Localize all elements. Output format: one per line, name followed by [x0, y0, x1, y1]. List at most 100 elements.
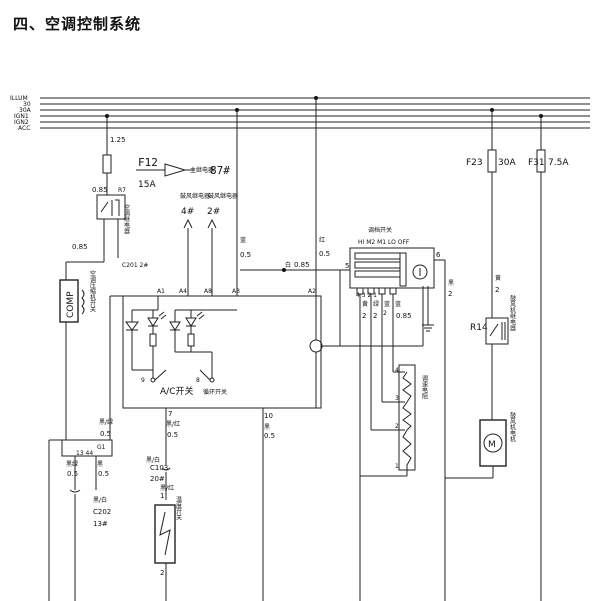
c202-pin: 13# — [93, 520, 108, 528]
wire-color-label: 黑/绿 — [99, 418, 113, 426]
r14-relay — [485, 317, 509, 345]
blower-relay: R14 鼓风机继电器 — [422, 286, 516, 420]
comp-label: COMP — [66, 291, 76, 318]
switch-lever — [199, 369, 211, 381]
wire-label: 0.5 — [98, 470, 109, 478]
wire-color-label: 蓝 — [240, 236, 246, 244]
temp-switch-pin-2: 2 — [160, 569, 164, 577]
bus-label-30: 30 — [23, 101, 31, 108]
bus-label-30a: 30A — [19, 107, 32, 114]
blower-motor: M 鼓风机电机 — [445, 411, 516, 479]
bus-label-acc: ACC — [18, 125, 30, 132]
fuses-right: F23 30A 黄 2 F31 7.5A — [466, 108, 569, 601]
wire-label: 0.85 — [294, 261, 310, 269]
diode-icon — [125, 321, 139, 331]
led-icon — [185, 317, 197, 327]
wire-color-label: 黄 — [495, 274, 501, 282]
relay-contact-icon — [489, 322, 506, 340]
wire-color-label: 黑绿 — [66, 460, 78, 468]
indicator-icon — [309, 339, 323, 353]
wire-color-label: 绿 — [373, 300, 379, 308]
control-box: A1 A4 A8 A3 A2 9 A/C开关 — [122, 288, 423, 409]
connector-icon — [161, 467, 171, 471]
wire-label: 0.85 — [72, 243, 88, 251]
wire-color-label: 蓝 — [384, 300, 390, 308]
switch-lever — [154, 369, 167, 381]
relay-pins: 鼓风继电器 鼓风继电器 4# 2# — [180, 192, 238, 296]
a3-feed: 蓝 0.5 — [235, 108, 251, 296]
box-pin-a4: A4 — [179, 288, 187, 295]
pin-10: 10 — [264, 412, 273, 420]
resistor-zigzag — [402, 429, 412, 466]
wire-label: 0.5 — [100, 430, 111, 438]
bus-label-ign1: IGN1 — [14, 113, 29, 120]
temp-switch-box — [154, 504, 176, 564]
ac-switch-label: A/C开关 — [160, 385, 193, 397]
temp-switch-icon — [159, 511, 171, 556]
wire-color-label: 黑/白 — [146, 456, 160, 464]
wire-color-label: 黑/白 — [93, 496, 107, 504]
arrow-icon — [164, 163, 187, 177]
f23-label: F23 — [466, 158, 483, 168]
wire-label: 0.85 — [396, 312, 412, 320]
wire-label: 0.5 — [67, 470, 78, 478]
relay-pin-4: 4# — [181, 207, 194, 217]
switch-marker: 9 — [141, 377, 145, 384]
g1-pins: 13 44 — [76, 450, 93, 457]
f12-label: F12 — [138, 156, 158, 169]
wire-label: 0.5 — [319, 250, 330, 258]
lower-wiring: 7 黑/红 0.5 黑/白 C103 20# 黑/红 1 温度开关 2 10 黑… — [61, 295, 275, 601]
arrow-up-icon — [207, 218, 217, 229]
f12-rating: 15A — [138, 180, 156, 190]
resistor-zigzag — [402, 371, 412, 403]
box-pin-a1: A1 — [157, 288, 165, 295]
c202-label: C202 — [93, 508, 111, 516]
connector-icon — [69, 489, 81, 493]
r14-label: R14 — [470, 323, 488, 333]
led-ray-icon — [196, 311, 205, 320]
pin-6: 6 — [436, 251, 441, 259]
control-box-frame — [122, 295, 322, 409]
main-relay-label: 主继电器 — [190, 166, 214, 174]
c103-pin: 20# — [150, 475, 165, 483]
wire-label: 1.25 — [110, 136, 126, 144]
relay-pin-2: 2# — [207, 207, 220, 217]
wire-color-label: 黑 — [264, 424, 270, 431]
compressor-relay-label: 空调继电器 — [123, 203, 130, 235]
motor-letter: M — [488, 440, 496, 450]
blower-motor-label: 鼓风机电机 — [509, 411, 516, 443]
resistor-tap-2: 2 — [395, 423, 399, 430]
knob-slot — [354, 270, 401, 278]
wire-label: 0.5 — [240, 251, 251, 259]
junction-dot — [282, 268, 286, 272]
temp-switch-label: 温度开关 — [175, 495, 182, 521]
temp-switch-pin-1: 1 — [160, 492, 164, 500]
comp-switch-label: 空调压缩机开关 — [89, 269, 96, 313]
wire-color-label: 黑/红 — [166, 420, 180, 428]
pin-7: 7 — [168, 410, 172, 418]
knob-hatch — [399, 252, 407, 287]
resistor-box — [187, 333, 195, 347]
bus-label-illum: ILLUM — [10, 95, 28, 102]
knob-slot — [354, 252, 401, 260]
led-ray-icon — [158, 311, 167, 320]
fuse-box — [102, 154, 112, 174]
page-title: 四、空调控制系统 — [13, 15, 142, 33]
f23-rating: 30A — [498, 158, 516, 168]
knob-pins: 4 3 2 1 — [356, 292, 377, 299]
r7-label: R7 — [118, 187, 126, 194]
diode-icon — [169, 321, 181, 331]
wire-label: 2 — [373, 312, 377, 320]
coil-icon — [81, 289, 85, 315]
speed-resistor-label: 调速电阻 — [421, 374, 428, 400]
wire-label: 0.85 — [92, 186, 108, 194]
comp-box — [59, 279, 79, 323]
relay-label: 鼓风继电器 — [180, 192, 210, 200]
wire-label: 2 — [448, 290, 452, 298]
knob-switch-label: 调档开关 — [368, 226, 392, 234]
ground-icon — [422, 324, 434, 332]
motor-icon — [483, 433, 503, 453]
knob-terminal — [378, 287, 386, 295]
c103-label: C103 — [150, 464, 168, 472]
